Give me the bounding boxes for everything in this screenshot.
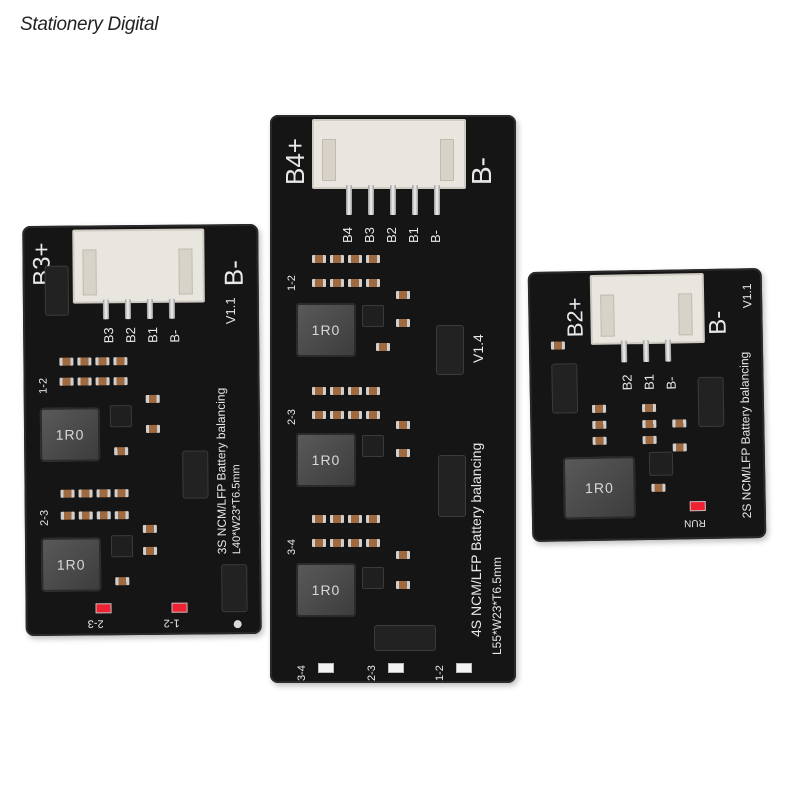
board-2s-version: V1.1 (739, 283, 755, 309)
board-2s-diode-right (697, 376, 725, 428)
board-4s-group-label-3: 3-4 (286, 539, 298, 555)
board-3s-led-label-2: 1-2 (163, 616, 180, 629)
board-4s-led-3 (456, 663, 472, 673)
board-2s-led-run (689, 500, 706, 512)
board-3s-led-2 (171, 602, 188, 613)
board-4s-led-label-1: 3-4 (296, 665, 308, 681)
board-3s-pin-bminus: B- (167, 329, 183, 343)
board-2s-chip (648, 451, 674, 476)
board-3s-diode-mid (182, 450, 209, 499)
board-3s-title: 3S NCM/LFP Battery balancing (213, 387, 230, 555)
board-4s-chip-2 (362, 435, 384, 457)
board-3s-dims: L40*W23*T6.5mm (230, 464, 244, 555)
board-3s-chip-1 (109, 405, 132, 428)
board-3s-diode-top (44, 265, 69, 316)
board-4s-led-1 (318, 663, 334, 673)
board-2s-pin-b2: B2 (619, 374, 635, 391)
board-3s-pin-b3: B3 (101, 327, 117, 344)
board-3s-pin-b2: B2 (123, 327, 139, 344)
board-4s-pin-b3: B3 (362, 227, 377, 243)
board-4s-led-label-2: 2-3 (366, 665, 378, 681)
board-4s-dims: L55*W23*T6.5mm (490, 556, 504, 655)
board-4s-pos-label: B4+ (280, 138, 310, 185)
board-4s-inductor-2: 1R0 (296, 433, 356, 487)
board-3s-pin-b1: B1 (145, 326, 161, 343)
board-3s-group-label-2: 2-3 (38, 509, 51, 526)
board-4s-diode-bottom (374, 625, 436, 651)
board-2s-pin-b1: B1 (641, 373, 657, 391)
board-2s-title: 2S NCM/LFP Battery balancing (737, 351, 754, 519)
board-4s-inductor-3: 1R0 (296, 563, 356, 617)
board-3s-led-label-1: 2-3 (87, 617, 104, 630)
board-3s-connector (72, 228, 205, 304)
board-2s-connector (589, 272, 705, 345)
board-4s-group-label-1: 1-2 (286, 275, 298, 291)
board-4s-pin-b2: B2 (384, 227, 399, 243)
board-2s-pos-label: B2+ (562, 297, 588, 338)
board-2s-inductor: 1R0 (562, 456, 636, 520)
board-4s-neg-label: B- (466, 157, 497, 185)
board-4s-group-label-2: 2-3 (286, 409, 298, 425)
board-3s-group-label-1: 1-2 (37, 377, 50, 394)
board-4s-pin-bminus: B- (428, 230, 443, 243)
board-4s-led-label-3: 1-2 (434, 665, 446, 681)
board-3s-chip-2 (110, 535, 134, 558)
board-3s-neg-label: B- (218, 260, 249, 287)
board-3s-diode-bottom (221, 564, 248, 613)
board-4s-inductor-1: 1R0 (296, 303, 356, 357)
board-4s-led-2 (388, 663, 404, 673)
board-3s-inductor-1: 1R0 (39, 407, 101, 462)
board-2s-pin-bminus: B- (663, 376, 679, 390)
board-3s: B3+ B- B3 B2 B1 B- V1.1 1-2 1R0 2-3 1R0 … (22, 223, 262, 637)
board-2s: B2+ B- B2 B1 B- V1.1 1R0 2S NCM/LFP Batt… (527, 267, 767, 543)
board-4s-version: V1.4 (470, 334, 486, 363)
board-3s-inductor-2: 1R0 (40, 537, 102, 592)
board-4s-diode-mid (438, 455, 466, 517)
board-4s-pin-b1: B1 (406, 227, 421, 243)
watermark: Stationery Digital (20, 14, 159, 35)
board-3s-led-1 (95, 603, 112, 614)
board-4s: B4+ B- B4 B3 B2 B1 B- V1.4 1-2 1R0 2-3 1… (270, 115, 516, 683)
board-4s-diode-top (436, 325, 464, 375)
board-4s-title: 4S NCM/LFP Battery balancing (468, 442, 484, 637)
board-2s-diode-left (551, 363, 579, 414)
board-3s-mount-hole (233, 620, 242, 629)
board-4s-pin-b4: B4 (340, 227, 355, 243)
board-4s-chip-3 (362, 567, 384, 589)
board-4s-connector (312, 119, 466, 189)
board-2s-led-label: RUN (683, 516, 706, 529)
board-2s-neg-label: B- (704, 310, 732, 335)
board-4s-chip-1 (362, 305, 384, 327)
board-3s-version: V1.1 (222, 297, 239, 325)
